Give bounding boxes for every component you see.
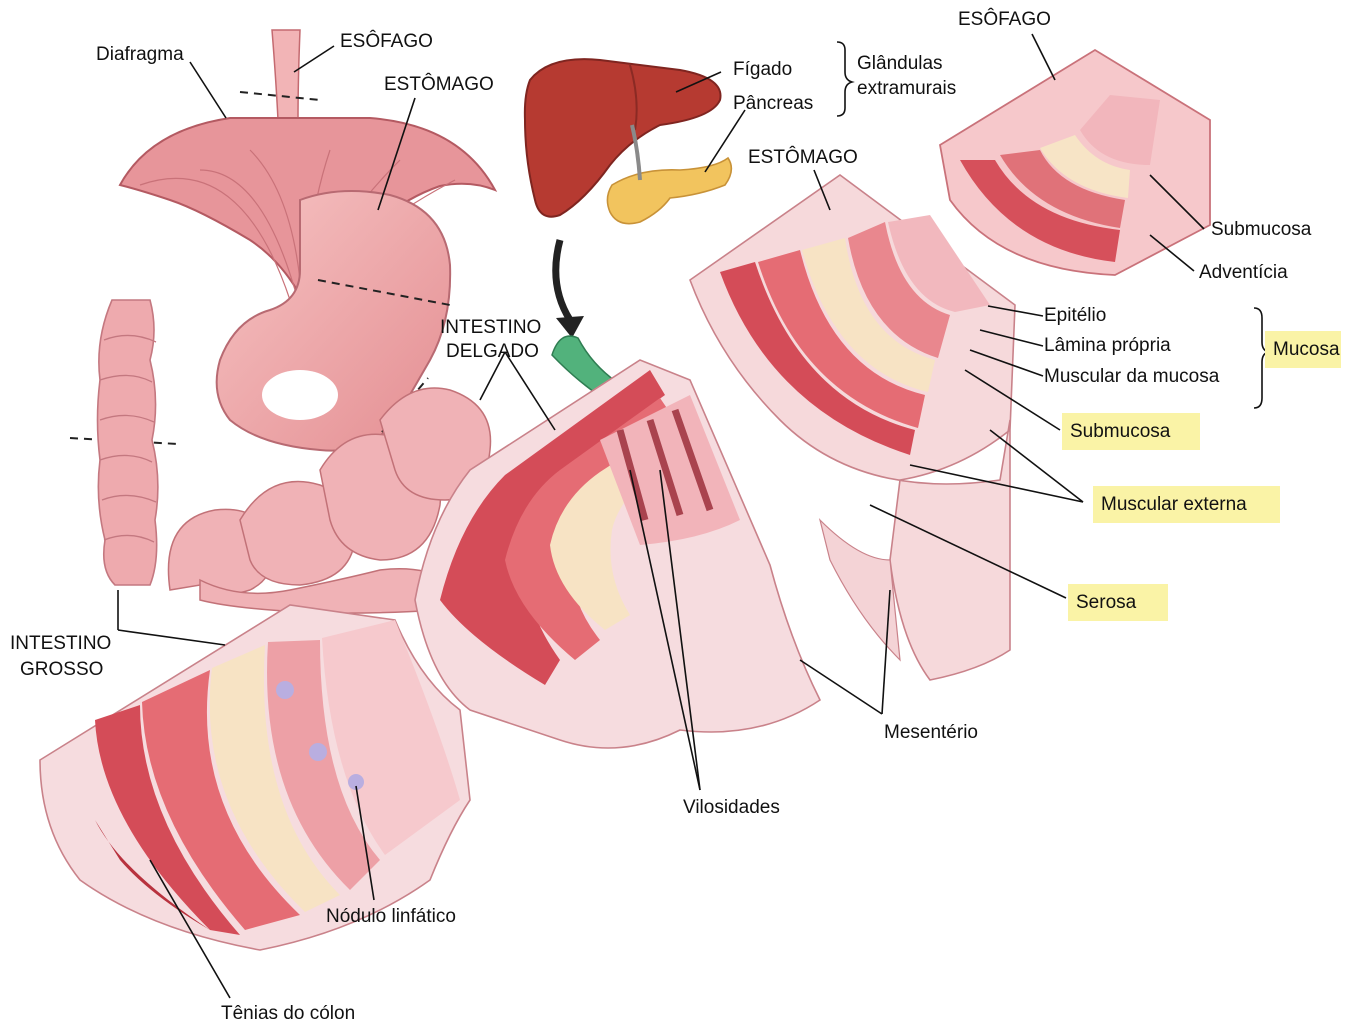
label-mesenterio: Mesentério bbox=[884, 722, 978, 743]
label-submucosa: Submucosa bbox=[1070, 421, 1171, 442]
label-diafragma: Diafragma bbox=[96, 44, 184, 65]
label-glandulas-2: extramurais bbox=[857, 78, 957, 99]
large-intestine-section bbox=[39, 604, 471, 951]
label-estomago-left: ESTÔMAGO bbox=[384, 74, 494, 95]
label-adventicia: Adventícia bbox=[1199, 262, 1288, 283]
liver bbox=[523, 58, 722, 218]
esophagus-section bbox=[939, 48, 1211, 276]
label-epitelio: Epitélio bbox=[1044, 305, 1107, 326]
label-intestino-grosso-1: INTESTINO bbox=[10, 633, 112, 654]
label-muscular-externa: Muscular externa bbox=[1101, 494, 1247, 515]
small-intestine-coils bbox=[167, 387, 492, 614]
label-esofago-right: ESÔFAGO bbox=[958, 9, 1051, 30]
label-serosa: Serosa bbox=[1076, 592, 1137, 613]
label-pancreas: Pâncreas bbox=[733, 93, 814, 114]
highlight-submucosa: Submucosa bbox=[1062, 413, 1200, 450]
label-glandulas-1: Glândulas bbox=[857, 53, 943, 74]
pancreas bbox=[606, 156, 733, 225]
stomach-section bbox=[689, 174, 1016, 681]
label-vilosidades: Vilosidades bbox=[683, 797, 780, 818]
bile-duct bbox=[630, 124, 642, 181]
label-intestino-delgado-2: DELGADO bbox=[446, 341, 539, 362]
highlight-mucosa: Mucosa bbox=[1265, 331, 1341, 368]
label-nodulo-linfatico: Nódulo linfático bbox=[326, 906, 456, 927]
large-intestine-column bbox=[96, 299, 159, 586]
esophagus-left bbox=[271, 29, 301, 121]
label-estomago-right: ESTÔMAGO bbox=[748, 147, 858, 168]
label-submucosa-esophagus: Submucosa bbox=[1211, 219, 1312, 240]
label-intestino-delgado-1: INTESTINO bbox=[440, 317, 542, 338]
label-figado: Fígado bbox=[733, 59, 793, 80]
small-intestine-section bbox=[414, 359, 822, 749]
arrow-to-duodenum bbox=[552, 239, 584, 338]
label-muscular-mucosa: Muscular da mucosa bbox=[1044, 366, 1220, 387]
label-lamina-propria: Lâmina própria bbox=[1044, 335, 1171, 356]
highlight-muscular-externa: Muscular externa bbox=[1093, 486, 1280, 523]
label-intestino-grosso-2: GROSSO bbox=[20, 659, 104, 680]
leader-lines bbox=[117, 33, 1271, 999]
highlight-serosa: Serosa bbox=[1068, 584, 1168, 621]
label-esofago-left: ESÔFAGO bbox=[340, 31, 433, 52]
label-mucosa: Mucosa bbox=[1273, 339, 1340, 360]
label-tenias-colon: Tênias do cólon bbox=[221, 1003, 356, 1024]
